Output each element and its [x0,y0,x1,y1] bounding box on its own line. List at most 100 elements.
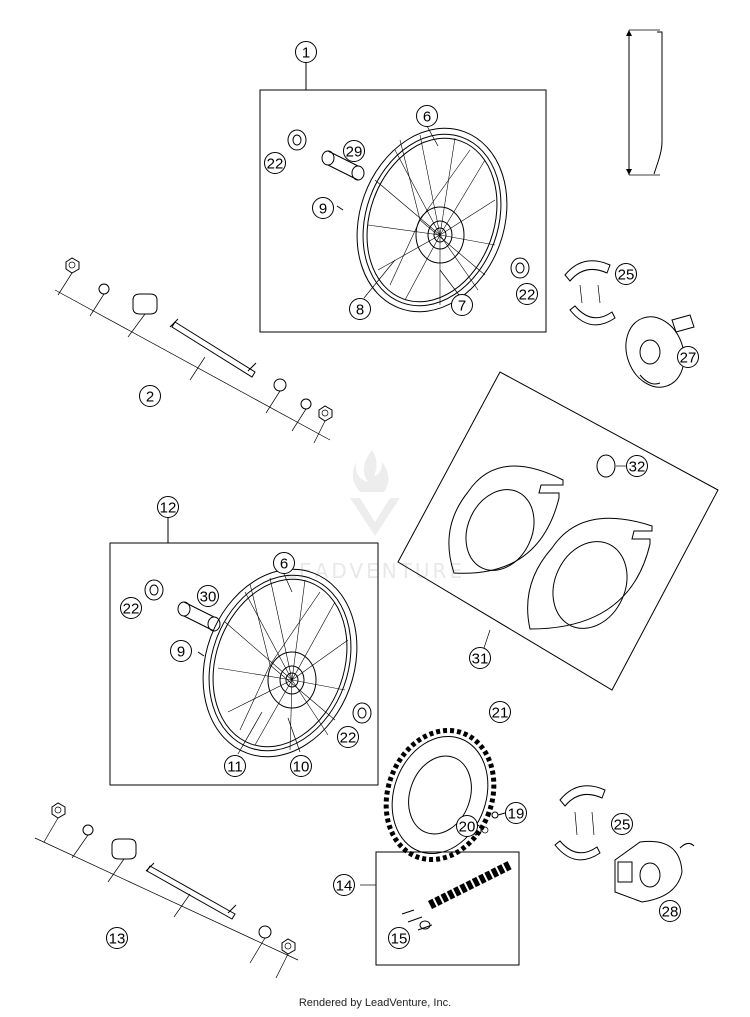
callout-c29: 29 [343,140,365,162]
callout-number: 25 [614,817,631,834]
spoke-dimension [626,29,663,176]
callout-number: 11 [227,759,243,776]
callout-c13: 13 [106,927,128,949]
gasket-set [397,371,719,691]
callout-circle [456,815,478,837]
spoke-nipple-9 [336,205,344,211]
brake-plate-top [625,314,695,388]
callout-number: 15 [391,931,408,948]
callout-c8: 8 [349,298,371,320]
callout-number: 27 [680,350,697,367]
sprocket-bolt-19 [491,811,506,819]
callout-c14: 14 [333,874,355,896]
callout-circle [611,813,633,835]
callout-number: 13 [109,931,126,948]
bearing-22-mid-left [144,579,164,601]
callout-circle [349,298,371,320]
callout-c22a: 22 [264,152,286,174]
callout-c12: 12 [157,496,179,518]
footer-credit: Rendered by LeadVenture, Inc. [299,997,451,1009]
gasket-right [527,517,653,630]
callout-c22b: 22 [516,283,538,305]
callout-c6a: 6 [416,105,438,127]
callout-circle [120,597,142,619]
callout-circle [170,640,192,662]
callout-number: 22 [340,730,357,747]
sprocket [383,727,506,863]
brake-shoes-top [564,260,616,326]
brake-plate-lower [614,840,695,903]
callout-number: 22 [123,601,140,618]
callout-c20: 20 [456,815,478,837]
callout-number: 28 [662,904,679,921]
callout-circle [197,585,219,607]
wheel-rim-lower [202,568,358,758]
callout-circle [273,552,295,574]
chain-assembly [360,851,520,966]
callout-number: 22 [519,287,536,304]
callout-circle [615,263,637,285]
callout-number: 30 [200,589,217,606]
callout-number: 10 [293,759,310,776]
brake-shoes-lower [554,785,606,861]
callout-circle [106,927,128,949]
front-wheel-assembly [109,515,379,786]
callout-c21: 21 [489,701,511,723]
callout-circle [451,294,473,316]
callout-number: 32 [629,459,646,476]
spacer-29 [321,150,365,181]
callout-number: 19 [508,806,525,823]
callout-number: 6 [423,109,431,126]
callout-number: 29 [346,144,363,161]
callout-number: 12 [160,500,177,517]
snap-ring-32 [596,454,626,478]
bearing-22-top-left [287,129,307,151]
callout-c9a: 9 [312,197,334,219]
callout-circle [139,385,161,407]
callout-number: 22 [267,156,284,173]
callouts: 1267892222292527323112630922221011211920… [106,41,699,949]
bearing-22-mid-right [352,702,372,724]
callout-c7: 7 [451,294,473,316]
watermark-logo: LEADVENTURE [285,450,465,583]
callout-number: 31 [472,651,489,668]
callout-c10: 10 [290,755,312,777]
callout-circle [333,874,355,896]
callout-circle [264,152,286,174]
callout-number: 2 [146,389,154,406]
callout-circle [388,927,410,949]
spoke-nipple-9-lower [197,651,205,657]
callout-circle [312,197,334,219]
callout-circle [337,726,359,748]
axle-assembly-bottom [34,802,299,979]
callout-c28: 28 [659,900,681,922]
callout-number: 1 [302,45,310,62]
callout-circle [343,140,365,162]
callout-number: 9 [319,201,327,218]
callout-c9b: 9 [170,640,192,662]
callout-circle [224,755,246,777]
wheel-rim [356,127,508,313]
callout-circle [295,41,317,63]
callout-circle [659,900,681,922]
callout-number: 9 [177,644,185,661]
callout-number: 8 [356,302,364,319]
callout-c27: 27 [677,346,699,368]
callout-c2: 2 [139,385,161,407]
callout-c6b: 6 [273,552,295,574]
spacer-30 [177,601,221,632]
callout-c30: 30 [197,585,219,607]
callout-number: 25 [618,267,635,284]
callout-circle [416,105,438,127]
callout-c11: 11 [224,755,246,777]
callout-c15: 15 [388,927,410,949]
watermark-text: LEADVENTURE [285,559,465,583]
callout-number: 14 [336,878,353,895]
callout-circle [505,802,527,824]
callout-circle [489,701,511,723]
callout-c19: 19 [505,802,527,824]
rear-wheel-assembly [259,62,547,333]
callout-circle [290,755,312,777]
callout-c25b: 25 [611,813,633,835]
gasket-left [448,465,564,574]
